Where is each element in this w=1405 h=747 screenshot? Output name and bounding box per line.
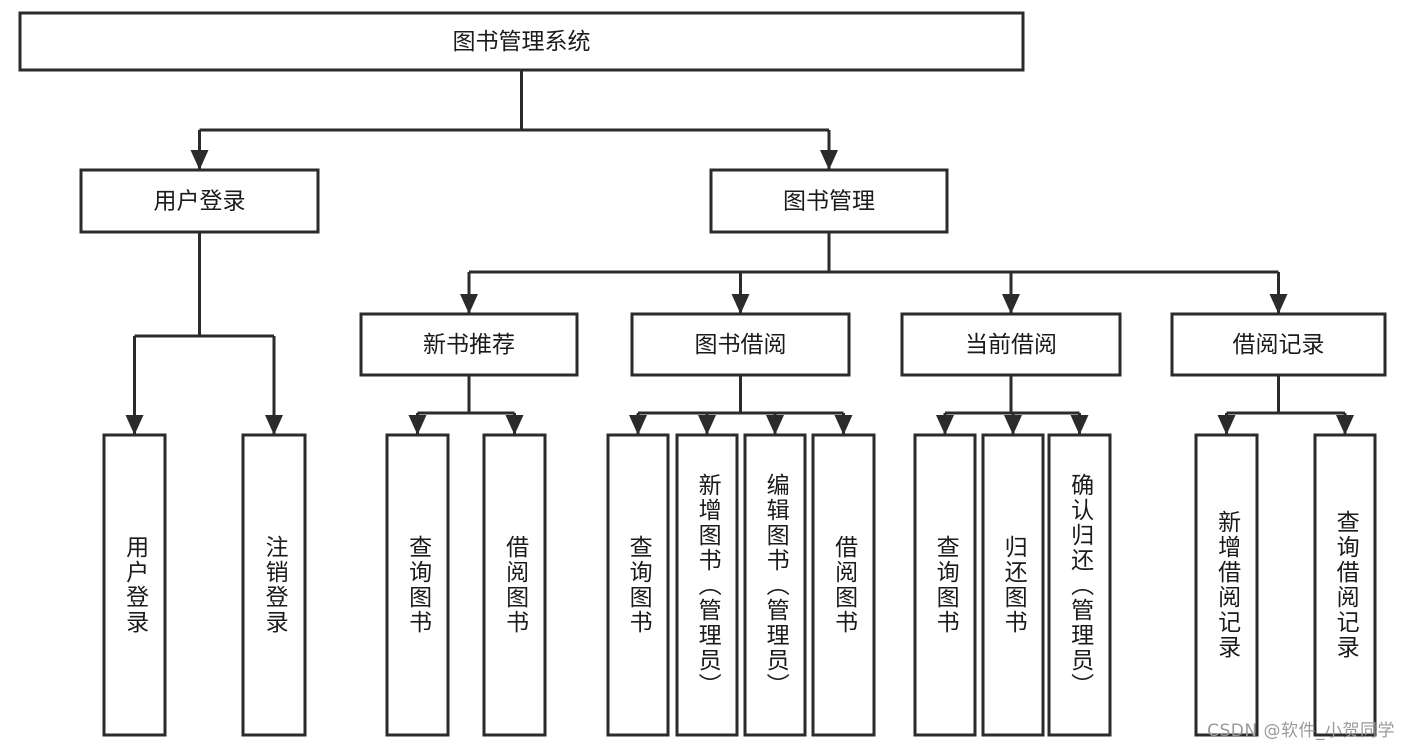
node-box-leaf-query-record bbox=[1313, 433, 1377, 737]
node-box-leaf-return-book bbox=[981, 433, 1045, 737]
arrow-head-icon-leaf-add-book bbox=[698, 415, 716, 435]
node-box-leaf-user-logout bbox=[241, 433, 307, 737]
node-box-current-borrow bbox=[900, 312, 1122, 377]
arrow-head-icon-borrow-record bbox=[1269, 294, 1288, 314]
node-box-leaf-query-book-2 bbox=[606, 433, 670, 737]
arrow-head-icon-leaf-query-book-2 bbox=[629, 415, 647, 435]
node-box-leaf-borrow-book-1 bbox=[482, 433, 547, 737]
node-box-book-manage bbox=[709, 168, 949, 234]
arrow-head-icon-leaf-confirm-return bbox=[1070, 415, 1089, 435]
arrow-head-icon-current-borrow bbox=[1002, 294, 1020, 314]
arrow-head-icon-leaf-query-record bbox=[1336, 415, 1354, 435]
watermark-text: CSDN @软件_小贺同学 bbox=[1207, 721, 1395, 741]
arrow-head-icon-new-book-recommend bbox=[460, 294, 478, 314]
node-label-new-book-recommend: 新书推荐 bbox=[423, 332, 515, 358]
node-box-leaf-add-book bbox=[675, 433, 739, 737]
node-label-current-borrow: 当前借阅 bbox=[965, 332, 1057, 358]
node-box-leaf-user-login bbox=[102, 433, 167, 737]
node-box-leaf-confirm-return bbox=[1047, 433, 1112, 737]
node-box-root bbox=[18, 11, 1025, 72]
arrow-head-icon-leaf-borrow-book-1 bbox=[505, 415, 524, 435]
node-box-new-book-recommend bbox=[359, 312, 579, 377]
node-box-leaf-query-book-3 bbox=[913, 433, 977, 737]
node-box-borrow-record bbox=[1170, 312, 1387, 377]
node-box-book-borrow bbox=[630, 312, 851, 377]
arrow-head-icon-leaf-return-book bbox=[1004, 415, 1022, 435]
node-box-leaf-add-record bbox=[1194, 433, 1259, 737]
arrow-head-icon-leaf-edit-book bbox=[766, 415, 784, 435]
arrow-head-icon-book-manage bbox=[820, 150, 838, 170]
node-label-book-manage: 图书管理 bbox=[783, 189, 875, 215]
arrow-head-icon-leaf-user-login bbox=[125, 415, 144, 435]
node-label-root: 图书管理系统 bbox=[453, 29, 591, 55]
node-label-book-borrow: 图书借阅 bbox=[695, 332, 787, 358]
node-label-borrow-record: 借阅记录 bbox=[1233, 332, 1325, 358]
node-box-user-login bbox=[79, 168, 320, 234]
arrow-head-icon-user-login bbox=[190, 150, 209, 170]
arrow-head-icon-leaf-borrow-book-2 bbox=[834, 415, 853, 435]
arrow-head-icon-leaf-query-book-3 bbox=[936, 415, 954, 435]
node-box-leaf-borrow-book-2 bbox=[811, 433, 876, 737]
node-box-leaf-query-book-1 bbox=[385, 433, 450, 737]
arrow-head-icon-leaf-user-logout bbox=[265, 415, 283, 435]
connectors-layer bbox=[125, 70, 1354, 435]
node-box-leaf-edit-book bbox=[743, 433, 807, 737]
arrow-head-icon-leaf-query-book-1 bbox=[408, 415, 427, 435]
arrow-head-icon-book-borrow bbox=[731, 294, 750, 314]
node-label-user-login: 用户登录 bbox=[154, 189, 246, 215]
arrow-head-icon-leaf-add-record bbox=[1217, 415, 1236, 435]
boxes-layer bbox=[18, 11, 1387, 737]
